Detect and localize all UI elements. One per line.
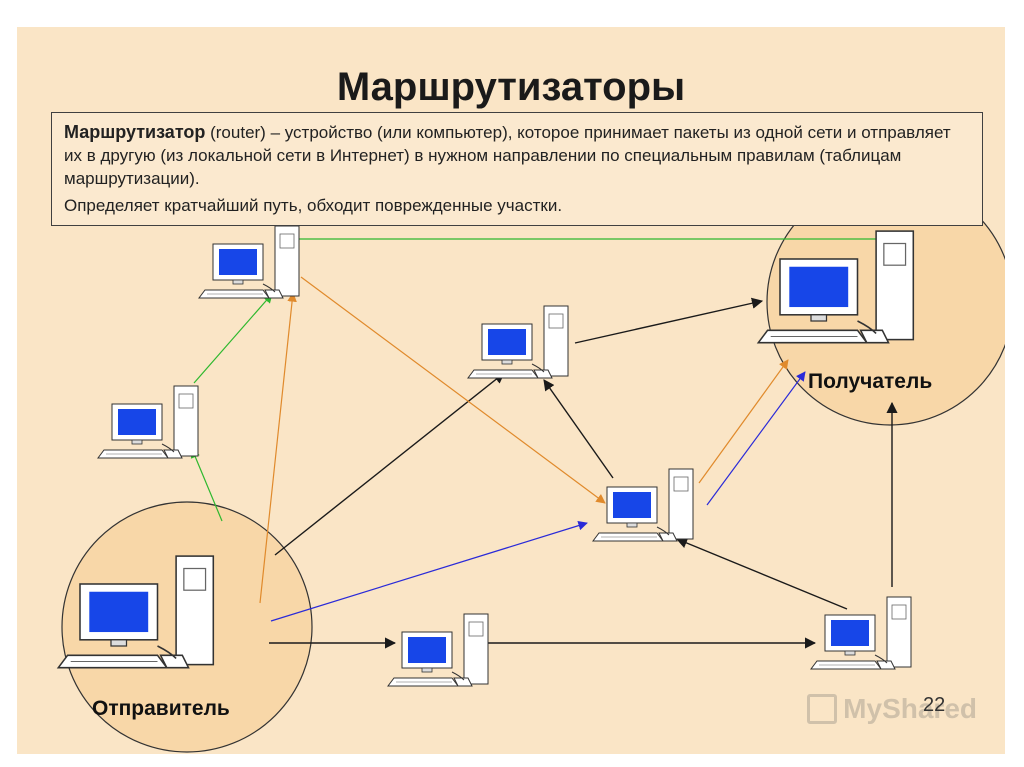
definition-text: Маршрутизатор (router) – устройство (или… (64, 121, 970, 190)
computer-top-left (198, 225, 300, 299)
receiver-label: Получатель (808, 370, 933, 393)
definition-second-line: Определяет кратчайший путь, обходит повр… (64, 196, 563, 215)
link-center-mid (543, 379, 614, 479)
page-title: Маршрутизаторы (336, 65, 686, 109)
blue-path-2 (706, 371, 806, 506)
definition-box: Маршрутизатор (router) – устройство (или… (51, 112, 983, 226)
network-diagram (57, 178, 1005, 753)
page-number: 22 (923, 694, 946, 716)
blue-path-1 (270, 520, 588, 622)
watermark-text: MyShared (843, 693, 977, 724)
computer-mid-left (97, 385, 199, 459)
green-path-1 (190, 448, 223, 522)
slide: Маршрутизаторы Маршрутизатор (router) – … (17, 27, 1005, 754)
link-mid-receiver (574, 297, 764, 344)
orange-path-2 (300, 276, 606, 504)
computer-middle (467, 305, 569, 379)
computer-bottom (387, 613, 489, 687)
definition-term: Маршрутизатор (64, 122, 206, 142)
myshared-logo-icon (807, 694, 838, 724)
link-right-center (675, 537, 848, 610)
computer-center (592, 468, 694, 542)
definition-body: устройство (или компьютер), которое прин… (64, 123, 951, 188)
definition-term-suffix: (router) – (205, 123, 285, 142)
sender-label: Отправитель (92, 697, 230, 720)
orange-path-1 (259, 292, 297, 604)
orange-path-3 (698, 359, 789, 484)
watermark: MyShared (807, 692, 977, 726)
link-sender-mid (274, 372, 505, 556)
green-path-2 (193, 293, 273, 384)
computer-bottom-right (810, 596, 912, 670)
